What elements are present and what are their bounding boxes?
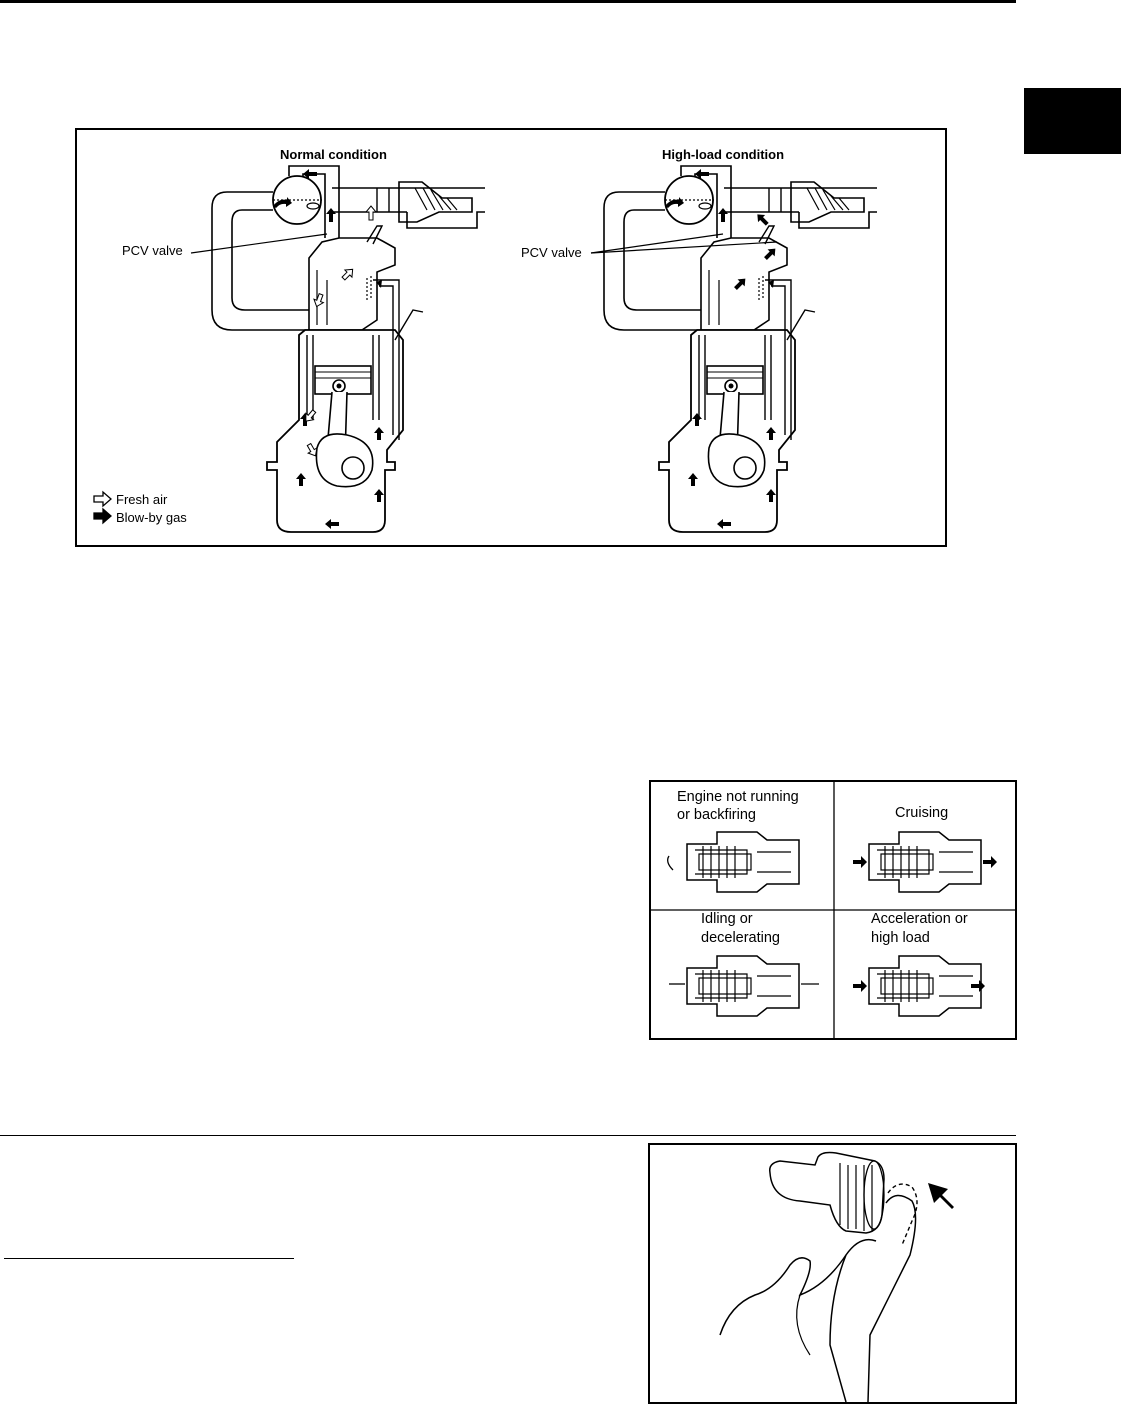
fresh-air-legend-icon <box>93 490 112 508</box>
header-rule <box>0 0 1016 3</box>
mode-engine-not-running-line1: Engine not running <box>677 789 799 805</box>
mode-acceleration-line2: high load <box>871 930 930 946</box>
panel-title-high-load: High-load condition <box>662 147 785 162</box>
section-tab <box>1024 88 1121 154</box>
pcv-valve-modes-illustration <box>651 782 1015 1038</box>
pcv-valve-check-illustration <box>719 1151 954 1403</box>
panel-title-normal: Normal condition <box>280 147 387 162</box>
pcv-system-illustration <box>93 165 878 533</box>
pcv-valve-modes-figure: Engine not running or backfiring Cruisin… <box>649 780 1017 1040</box>
direction-arrow-icon <box>928 1183 954 1209</box>
callout-pcv-valve-right: PCV valve <box>521 245 582 260</box>
mode-idling-line1: Idling or <box>701 911 753 927</box>
mode-cruising: Cruising <box>895 805 949 821</box>
pcv-system-figure: Normal condition High-load condition PCV… <box>75 128 947 547</box>
legend-blow-by-gas: Blow-by gas <box>116 510 187 525</box>
callout-pcv-valve-left: PCV valve <box>122 243 183 258</box>
section-divider <box>0 1135 1016 1136</box>
mode-engine-not-running-line2: or backfiring <box>677 807 756 823</box>
legend-fresh-air: Fresh air <box>116 492 168 507</box>
mode-idling-line2: decelerating <box>701 930 780 946</box>
subsection-underline <box>4 1258 294 1259</box>
pcv-valve-check-figure <box>648 1143 1017 1404</box>
mode-acceleration-line1: Acceleration or <box>871 911 968 927</box>
blow-by-gas-legend-icon <box>93 507 112 525</box>
